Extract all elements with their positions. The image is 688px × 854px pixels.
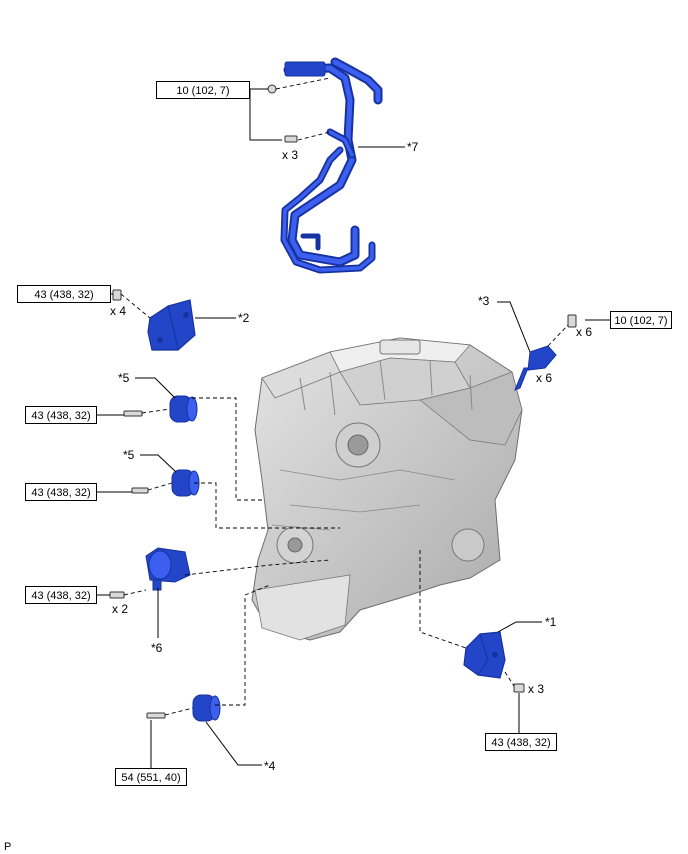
pipe-assembly — [280, 57, 383, 274]
engine-block — [251, 337, 523, 641]
torque-spec-mount-6: 43 (438, 32) — [25, 586, 97, 604]
bolt-insulator-upper — [123, 410, 143, 417]
qty-bracket-2-bolts: x 4 — [110, 304, 127, 318]
qty-coil-bolts: x 6 — [576, 325, 593, 339]
callout-part-2: *2 — [238, 311, 250, 325]
ignition-coil — [514, 345, 557, 391]
torque-spec-bracket-1: 43 (438, 32) — [485, 733, 557, 751]
callout-part-4: *4 — [264, 759, 276, 773]
callout-part-6: *6 — [151, 641, 163, 655]
leader-lines — [97, 88, 610, 768]
bolt-insulator-lower — [146, 712, 166, 719]
callout-part-5-upper: *5 — [118, 371, 130, 385]
bracket-1 — [463, 631, 506, 679]
bracket-2 — [147, 299, 196, 351]
bolt-bracket-2 — [112, 289, 122, 301]
mount-insulator-upper — [169, 395, 198, 423]
qty-mount-6-bolts: x 2 — [112, 602, 129, 616]
qty-pipe-bolts: x 3 — [282, 148, 299, 162]
bolt-pipe-nut — [267, 84, 277, 94]
bolt-insulator-middle — [131, 487, 149, 494]
qty-coils: x 6 — [536, 371, 553, 385]
torque-spec-coil: 10 (102, 7) — [610, 311, 672, 329]
bolt-mount-6 — [109, 591, 125, 599]
bolt-coil — [567, 314, 577, 328]
bolt-bracket-1 — [513, 683, 525, 693]
torque-spec-insulator-lower: 54 (551, 40) — [115, 768, 187, 786]
callout-part-5-middle: *5 — [123, 448, 135, 462]
callout-part-7: *7 — [407, 140, 419, 154]
torque-spec-pipe-nut: 10 (102, 7) — [156, 81, 250, 99]
torque-spec-bracket-2: 43 (438, 32) — [17, 285, 111, 303]
qty-bracket-1-bolts: x 3 — [528, 682, 545, 696]
callout-part-1: *1 — [545, 615, 557, 629]
mount-insulator-lower — [192, 694, 221, 722]
engine-mount-6 — [145, 547, 191, 591]
footer-mark: P — [4, 841, 12, 853]
callout-part-3: *3 — [478, 294, 490, 308]
torque-spec-insulator-middle: 43 (438, 32) — [25, 483, 97, 501]
dashed-guide-lines — [120, 77, 569, 716]
torque-spec-insulator-upper: 43 (438, 32) — [25, 406, 97, 424]
bolt-pipe — [284, 135, 298, 143]
